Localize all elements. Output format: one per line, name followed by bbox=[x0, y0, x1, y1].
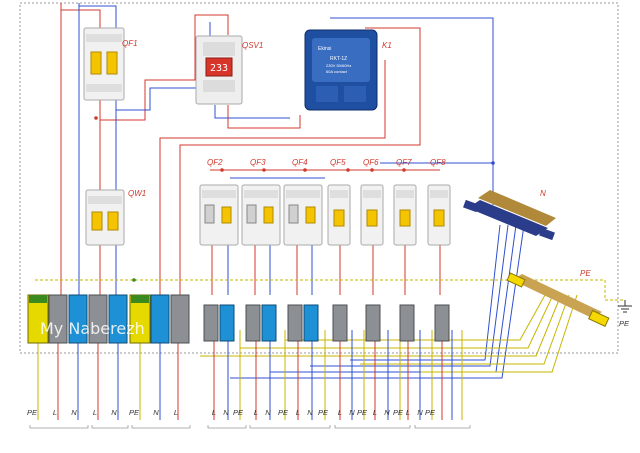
terminal-label: PE bbox=[27, 408, 38, 417]
relay-brand: Ekinsi bbox=[318, 46, 331, 52]
terminal-label: L bbox=[212, 408, 216, 417]
terminal-label: PE bbox=[233, 408, 244, 417]
qf3-breaker[interactable] bbox=[241, 184, 281, 246]
qf8-breaker[interactable] bbox=[427, 184, 451, 246]
relay-model: RKT-1Z bbox=[330, 56, 347, 62]
terminal-label: L bbox=[254, 408, 258, 417]
qf2-breaker[interactable] bbox=[199, 184, 239, 246]
terminal-label: N bbox=[71, 408, 77, 417]
qf5-breaker[interactable] bbox=[327, 184, 351, 246]
qsv1-display: 233 bbox=[210, 63, 228, 74]
pe-busbar[interactable] bbox=[506, 272, 610, 327]
qf5-label: QF5 bbox=[330, 158, 346, 167]
wires bbox=[35, 3, 625, 420]
pe-bus-label: PE bbox=[580, 269, 591, 278]
qw1-rcd[interactable] bbox=[85, 189, 125, 246]
qf4-breaker[interactable] bbox=[283, 184, 323, 246]
terminal-label: N bbox=[307, 408, 313, 417]
ground-icon bbox=[618, 300, 632, 313]
terminal-label: N bbox=[223, 408, 229, 417]
junction-dots bbox=[94, 116, 495, 282]
qf1-breaker[interactable] bbox=[83, 27, 125, 101]
terminal-label: N bbox=[417, 408, 423, 417]
qf6-label: QF6 bbox=[363, 158, 379, 167]
terminal-label: PE bbox=[318, 408, 329, 417]
terminal-label: PE bbox=[278, 408, 289, 417]
k1-label: K1 bbox=[382, 41, 392, 50]
k1-relay[interactable] bbox=[304, 29, 378, 111]
qf8-label: QF8 bbox=[430, 158, 446, 167]
qw1-label: QW1 bbox=[128, 189, 146, 198]
terminal-label: N bbox=[111, 408, 117, 417]
qf2-label: QF2 bbox=[207, 158, 223, 167]
qf7-label: QF7 bbox=[396, 158, 412, 167]
qf4-label: QF4 bbox=[292, 158, 308, 167]
terminal-label: PE bbox=[425, 408, 436, 417]
qf6-breaker[interactable] bbox=[360, 184, 384, 246]
terminal-label: N bbox=[153, 408, 159, 417]
terminal-label: PE bbox=[129, 408, 140, 417]
enclosure-outline bbox=[19, 2, 619, 354]
terminal-label: L bbox=[93, 408, 97, 417]
terminal-label: L bbox=[406, 408, 410, 417]
terminal-label: N bbox=[384, 408, 390, 417]
watermark: My Naberezh bbox=[40, 319, 145, 338]
group-brackets bbox=[29, 425, 471, 429]
terminal-label: N bbox=[349, 408, 355, 417]
n-bus-label: N bbox=[540, 189, 546, 198]
terminal-label: L bbox=[296, 408, 300, 417]
terminal-blocks[interactable] bbox=[27, 294, 450, 344]
qsv1-label: QSV1 bbox=[242, 41, 263, 50]
terminal-label: L bbox=[373, 408, 377, 417]
qsv1-voltage-relay[interactable] bbox=[195, 35, 243, 105]
terminal-label: N bbox=[265, 408, 271, 417]
terminal-label: L bbox=[53, 408, 57, 417]
qf3-label: QF3 bbox=[250, 158, 266, 167]
terminal-label: L bbox=[174, 408, 178, 417]
relay-line2: 230V 50/60Hz bbox=[326, 63, 351, 68]
terminal-label: L bbox=[338, 408, 342, 417]
terminal-label: PE bbox=[393, 408, 404, 417]
qf7-breaker[interactable] bbox=[393, 184, 417, 246]
qf1-label: QF1 bbox=[122, 39, 138, 48]
relay-line3: 60A contact bbox=[326, 69, 348, 74]
pe-ground-label: PE bbox=[619, 319, 630, 328]
n-busbar[interactable] bbox=[463, 190, 556, 241]
terminal-label: PE bbox=[357, 408, 368, 417]
